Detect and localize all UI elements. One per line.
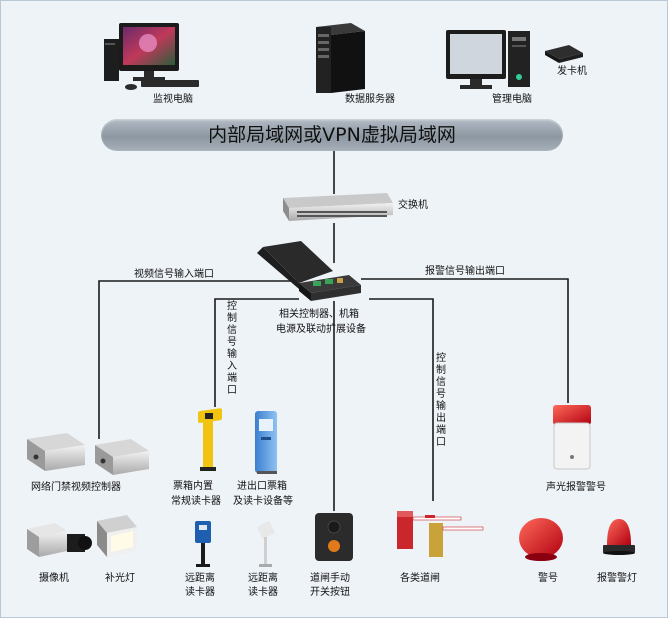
sound-light-alarm-label: 声光报警警号 [546, 482, 606, 493]
controller-label-line-1: 相关控制器、机箱 [279, 309, 359, 320]
video-controller-icon [27, 433, 149, 475]
management-pc-label: 管理电脑 [492, 94, 532, 105]
control-input-line [214, 298, 299, 407]
alarm-output-port-label: 报警信号输出端口 [425, 266, 505, 277]
manual-switch-icon [315, 513, 353, 561]
barrier-gates-label: 各类道闸 [400, 573, 440, 584]
video-input-line [98, 280, 301, 439]
switch-label: 交换机 [398, 200, 428, 211]
control-output-port-label: 控制信号输出端口 [436, 353, 446, 448]
camera-icon [27, 523, 92, 557]
entry-exit-label-line-2: 及读卡设备等 [233, 496, 293, 507]
siren-label: 警号 [538, 573, 558, 584]
fill-light-label: 补光灯 [105, 573, 135, 584]
ticket-box-reader-icon [198, 408, 222, 471]
control-input-port-label: 控制信号输入端口 [227, 301, 237, 396]
manual-switch-label-line-1: 道闸手动 [310, 573, 350, 584]
alarm-output-line [361, 278, 569, 403]
long-range-reader-1-line-2: 读卡器 [185, 587, 215, 598]
long-range-reader-1-line-1: 远距离 [185, 573, 215, 584]
controller-box-icon [257, 241, 361, 301]
barrier-gate-icon [397, 511, 484, 557]
long-range-reader-icon-2 [257, 521, 275, 567]
data-server-icon [316, 23, 365, 93]
card-issuer-label: 发卡机 [557, 66, 587, 77]
entry-exit-label-line-1: 进出口票箱 [237, 481, 287, 492]
network-label: 内部局域网或VPN虚拟局域网 [208, 124, 456, 146]
control-output-line [369, 298, 434, 501]
connection-lines [98, 151, 569, 511]
siren-icon [519, 518, 563, 561]
video-input-port-label: 视频信号输入端口 [134, 269, 214, 280]
video-controller-label: 网络门禁视频控制器 [31, 482, 121, 493]
entry-exit-ticket-box-icon [255, 411, 277, 474]
network-bar: 内部局域网或VPN虚拟局域网 [101, 119, 563, 151]
ticket-box-label-line-1: 票箱内置 [173, 481, 213, 492]
data-server-label: 数据服务器 [345, 94, 395, 105]
ticket-box-label-line-2: 常规读卡器 [171, 496, 221, 507]
long-range-reader-icon [195, 521, 211, 567]
controller-label-line-2: 电源及联动扩展设备 [276, 324, 366, 335]
management-pc-icon [446, 30, 530, 89]
camera-label: 摄像机 [39, 573, 69, 584]
monitor-pc-icon [104, 23, 199, 90]
long-range-reader-2-line-1: 远距离 [248, 573, 278, 584]
alarm-lamp-icon [603, 519, 635, 555]
sound-light-alarm-icon [553, 405, 591, 470]
manual-switch-label-line-2: 开关按钮 [310, 587, 350, 598]
switch-icon [283, 193, 393, 221]
fill-light-icon [97, 515, 137, 557]
alarm-lamp-label: 报警警灯 [597, 573, 637, 584]
long-range-reader-2-line-2: 读卡器 [248, 587, 278, 598]
monitor-pc-label: 监视电脑 [153, 94, 193, 105]
card-issuer-icon [545, 45, 583, 63]
